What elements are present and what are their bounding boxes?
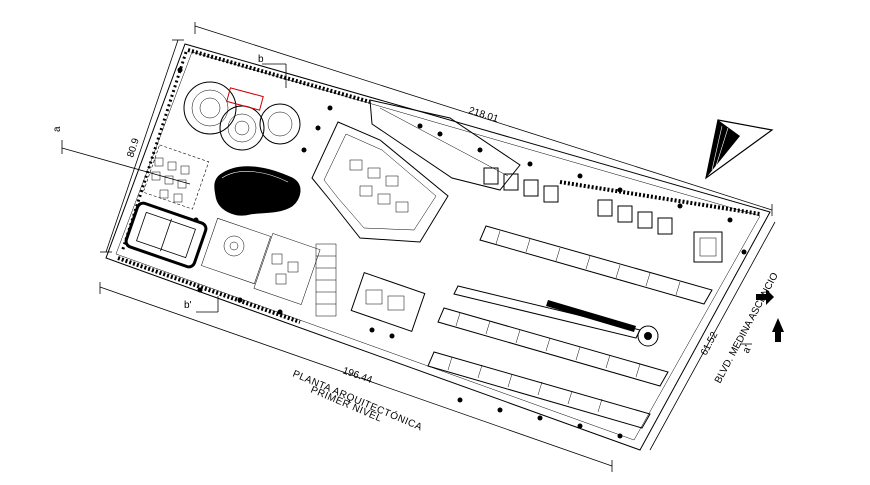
pool-icon [214, 166, 301, 216]
section-a-prime-label: a' [741, 344, 754, 356]
service-building [350, 272, 426, 332]
tennis-court-icon [124, 201, 208, 269]
perimeter-vegetation [117, 48, 761, 324]
section-marker-b: b [258, 54, 287, 88]
dimension-right-label: 61.52 [699, 330, 721, 358]
circular-pavilions [183, 81, 301, 151]
dimension-left-label: 80.9 [125, 137, 142, 159]
main-building [311, 99, 521, 243]
section-marker-a: a [52, 126, 191, 185]
parking-row-1 [479, 225, 713, 305]
fountain-icon [637, 325, 659, 347]
parking-row-3 [427, 351, 651, 429]
section-marker-b-prime: b' [184, 296, 219, 313]
section-b-prime-label: b' [184, 300, 192, 311]
seating-area [142, 144, 210, 210]
room-modules-top [483, 167, 723, 263]
central-median [453, 285, 641, 339]
parking-row-2 [437, 307, 669, 387]
dimension-top-label: 218.01 [467, 105, 500, 125]
section-a-label: a [52, 126, 63, 132]
north-arrow-icon [705, 119, 774, 180]
section-b-label: b [258, 54, 264, 65]
entrance-arrow-icon [756, 289, 784, 342]
site-boundary [105, 43, 771, 451]
dimension-bottom-label: 196.44 [341, 365, 374, 386]
section-marker-a-prime: a' [740, 344, 754, 356]
dimension-bottom: 196.44 [99, 282, 613, 472]
garden-area [201, 217, 321, 305]
tree-symbols [177, 67, 747, 439]
parking-column [315, 243, 337, 317]
street-label: BLVD. MEDINA ASCENCIO [713, 271, 781, 386]
